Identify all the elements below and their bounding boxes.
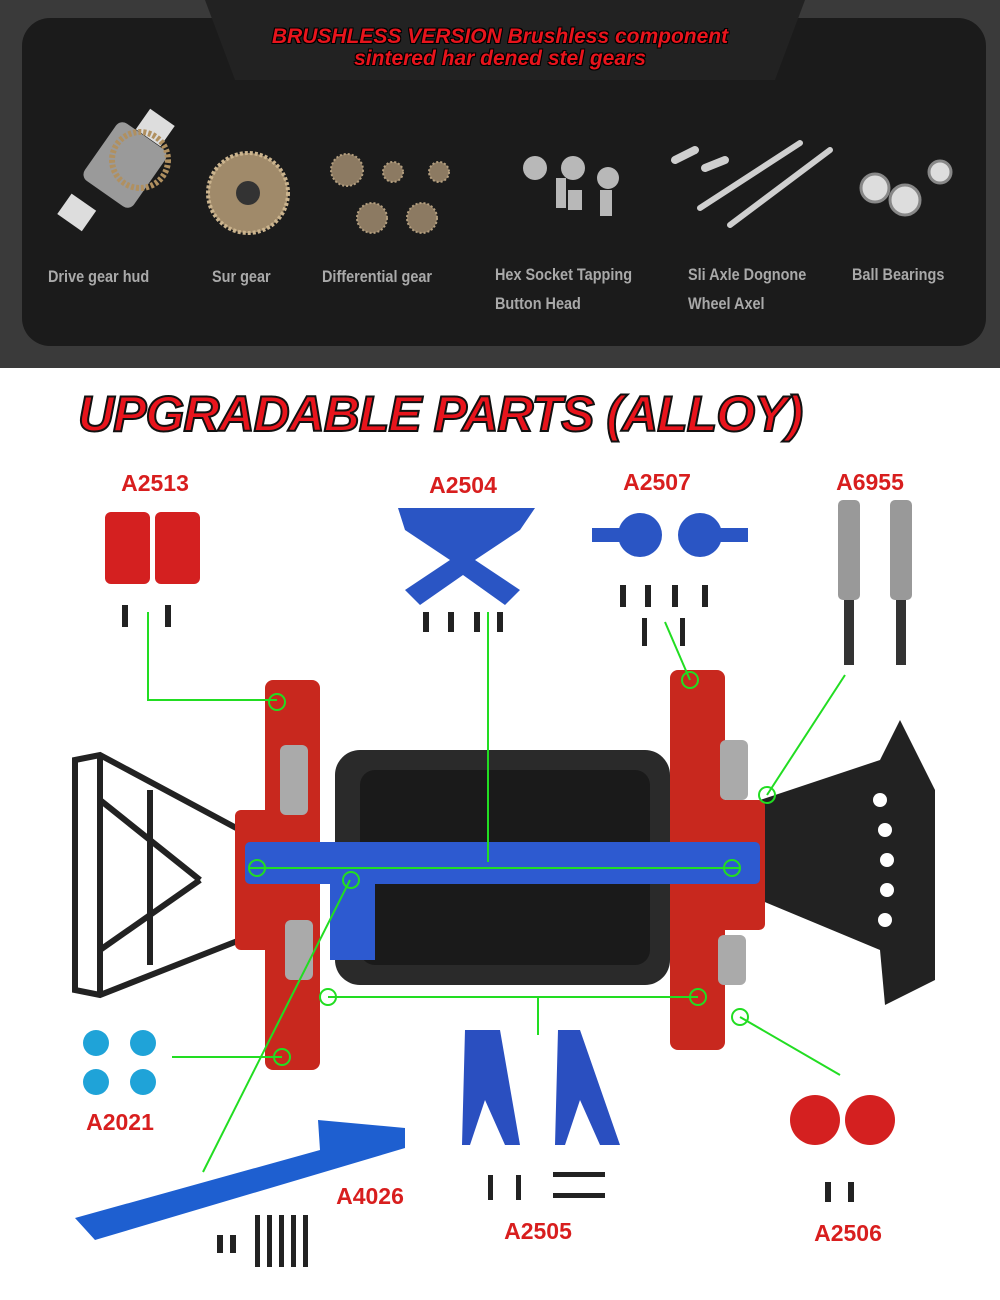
- part-code-a2021: A2021: [86, 1109, 154, 1135]
- axle-dogbone-image: [671, 140, 833, 228]
- hex-screws-image: [523, 156, 619, 216]
- part-image-a2513: [105, 512, 200, 584]
- part-code-a2505: A2505: [504, 1218, 572, 1244]
- rear-bumper-cage: [72, 751, 243, 999]
- component-label-axle: Sli Axle Dognone: [688, 265, 807, 284]
- ball-bearings-image: [859, 159, 953, 217]
- component-label-hex-screw: Hex Socket Tapping: [495, 265, 633, 284]
- part-image-a4026: [75, 1120, 405, 1240]
- differential-gears-image: [330, 153, 450, 234]
- leader-lines: [147, 612, 846, 1173]
- component-label-axle-2: Wheel Axel: [688, 294, 765, 313]
- blue-chassis-brace: [245, 842, 760, 884]
- part-code-a2506: A2506: [814, 1220, 882, 1246]
- banner-line-2: sintered har dened stel gears: [354, 47, 646, 70]
- part-image-a2506: [790, 1095, 895, 1145]
- component-images: [57, 108, 953, 235]
- component-label-hex-screw-2: Button Head: [495, 294, 581, 313]
- shocks: [280, 740, 748, 985]
- part-code-a6955: A6955: [836, 469, 904, 495]
- part-screws: [122, 585, 854, 1267]
- component-label-spur-gear: Sur gear: [212, 267, 271, 286]
- part-code-a2507: A2507: [623, 469, 691, 495]
- part-image-a2507: [592, 513, 748, 557]
- part-code-a2504: A2504: [429, 472, 497, 498]
- part-image-a2505: [462, 1030, 620, 1145]
- page-title: UPGRADABLE PARTS (ALLOY): [77, 385, 804, 443]
- component-label-differential-gear: Differential gear: [322, 267, 433, 286]
- part-image-a6955: [838, 500, 912, 665]
- banner-line-1: BRUSHLESS VERSION Brushless component: [271, 25, 729, 48]
- drive-gear-hub-image: [57, 108, 175, 232]
- part-code-a4026: A4026: [336, 1183, 404, 1209]
- front-bumper: [760, 720, 935, 1005]
- component-label-drive-gear-hub: Drive gear hud: [48, 267, 150, 286]
- part-image-a2504: [398, 508, 535, 605]
- banner-tab: [205, 0, 805, 80]
- part-code-a2513: A2513: [121, 470, 189, 496]
- component-label-bearings: Ball Bearings: [852, 265, 945, 284]
- components-section: BRUSHLESS VERSION Brushless component si…: [0, 0, 1000, 368]
- spur-gear-image: [206, 151, 290, 235]
- part-image-a2021: [83, 1030, 156, 1095]
